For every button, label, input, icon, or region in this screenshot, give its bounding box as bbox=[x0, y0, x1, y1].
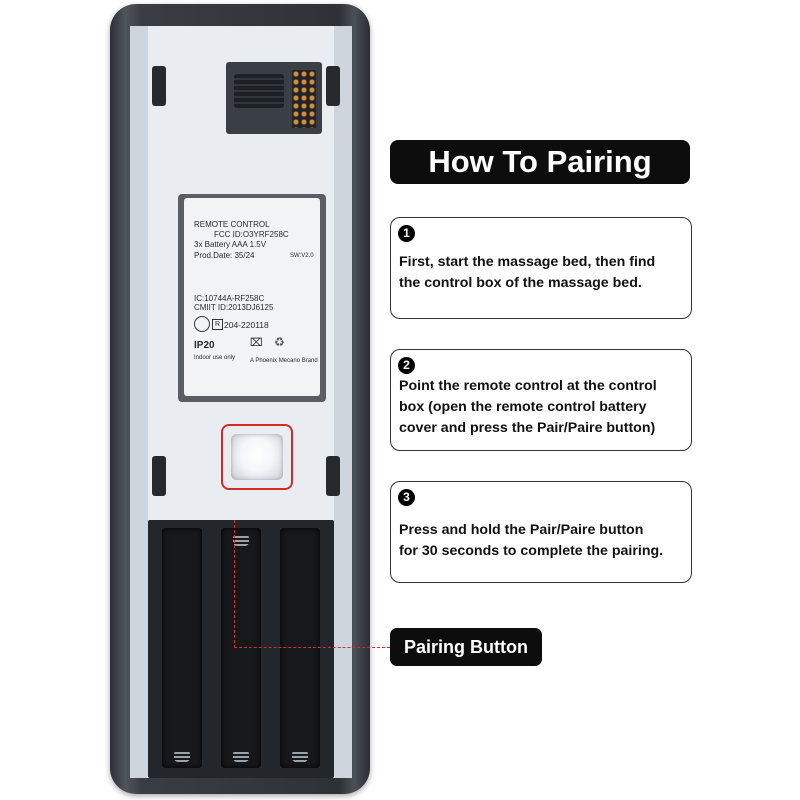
label-cmiit: CMIIT ID:2013DJ6125 bbox=[194, 303, 274, 312]
step-text: First, start the massage bed, then find … bbox=[399, 252, 685, 294]
clip-top-right bbox=[326, 66, 340, 106]
clip-top-left bbox=[152, 66, 166, 106]
label-battery: 3x Battery AAA 1.5V bbox=[194, 240, 267, 249]
recycle-icon: ♻ bbox=[274, 335, 285, 349]
step-line: cover and press the Pair/Paire button) bbox=[399, 420, 656, 436]
spring-icon bbox=[292, 750, 308, 762]
pairing-button-highlight bbox=[221, 424, 293, 490]
step-line: box (open the remote control battery bbox=[399, 399, 647, 415]
certification-mark-icon bbox=[194, 316, 210, 332]
r-mark-icon: R bbox=[212, 319, 223, 330]
step-number-badge: 3 bbox=[398, 489, 415, 506]
label-fcc: FCC ID:O3YRF258C bbox=[214, 230, 289, 239]
battery-compartment: REMOTE CONTROL FCC ID:O3YRF258C 3x Batte… bbox=[130, 26, 352, 778]
callout-line-horizontal bbox=[234, 647, 390, 648]
label-cert-number: 204-220118 bbox=[224, 320, 269, 330]
step-2: 2 Point the remote control at the contro… bbox=[390, 349, 692, 451]
label-prod-date: Prod.Date: 35/24 bbox=[194, 251, 255, 260]
slide-switch bbox=[234, 74, 284, 108]
label-sw: SW:V2.0 bbox=[290, 253, 314, 259]
spring-icon bbox=[233, 750, 249, 762]
step-number-badge: 1 bbox=[398, 225, 415, 242]
step-number-badge: 2 bbox=[398, 357, 415, 374]
battery-slot-2 bbox=[221, 528, 261, 768]
battery-bay bbox=[148, 520, 334, 778]
rim-left bbox=[130, 26, 148, 778]
step-line: for 30 seconds to complete the pairing. bbox=[399, 543, 664, 559]
step-1: 1 First, start the massage bed, then fin… bbox=[390, 217, 692, 319]
spring-icon bbox=[233, 534, 249, 546]
pin-header bbox=[292, 70, 316, 128]
product-label: REMOTE CONTROL FCC ID:O3YRF258C 3x Batte… bbox=[184, 198, 320, 396]
clip-mid-left bbox=[152, 456, 166, 496]
rim-right bbox=[334, 26, 352, 778]
weee-bin-icon: ⌧ bbox=[250, 337, 263, 349]
battery-slot-3 bbox=[280, 528, 320, 768]
step-text: Press and hold the Pair/Paire button for… bbox=[399, 520, 685, 562]
label-indoor: Indoor use only bbox=[194, 355, 236, 361]
step-line: First, start the massage bed, then find bbox=[399, 254, 656, 270]
spring-icon bbox=[174, 750, 190, 762]
circuit-board bbox=[226, 62, 322, 134]
step-line: Press and hold the Pair/Paire button bbox=[399, 522, 644, 538]
remote-control-image: REMOTE CONTROL FCC ID:O3YRF258C 3x Batte… bbox=[110, 4, 370, 794]
callout-line-vertical bbox=[234, 520, 235, 648]
page-title: How To Pairing bbox=[390, 140, 690, 184]
label-ip-rating: IP20 bbox=[194, 340, 215, 351]
label-brand: A Phoenix Mecano Brand bbox=[250, 358, 318, 364]
label-heading: REMOTE CONTROL bbox=[194, 220, 270, 229]
step-text: Point the remote control at the control … bbox=[399, 376, 685, 439]
label-ic: IC:10744A-RF258C bbox=[194, 294, 265, 303]
step-line: the control box of the massage bed. bbox=[399, 275, 642, 291]
pairing-button bbox=[231, 434, 283, 480]
battery-slot-1 bbox=[162, 528, 202, 768]
clip-mid-right bbox=[326, 456, 340, 496]
pairing-button-callout: Pairing Button bbox=[390, 628, 542, 666]
step-3: 3 Press and hold the Pair/Paire button f… bbox=[390, 481, 692, 583]
step-line: Point the remote control at the control bbox=[399, 378, 657, 394]
